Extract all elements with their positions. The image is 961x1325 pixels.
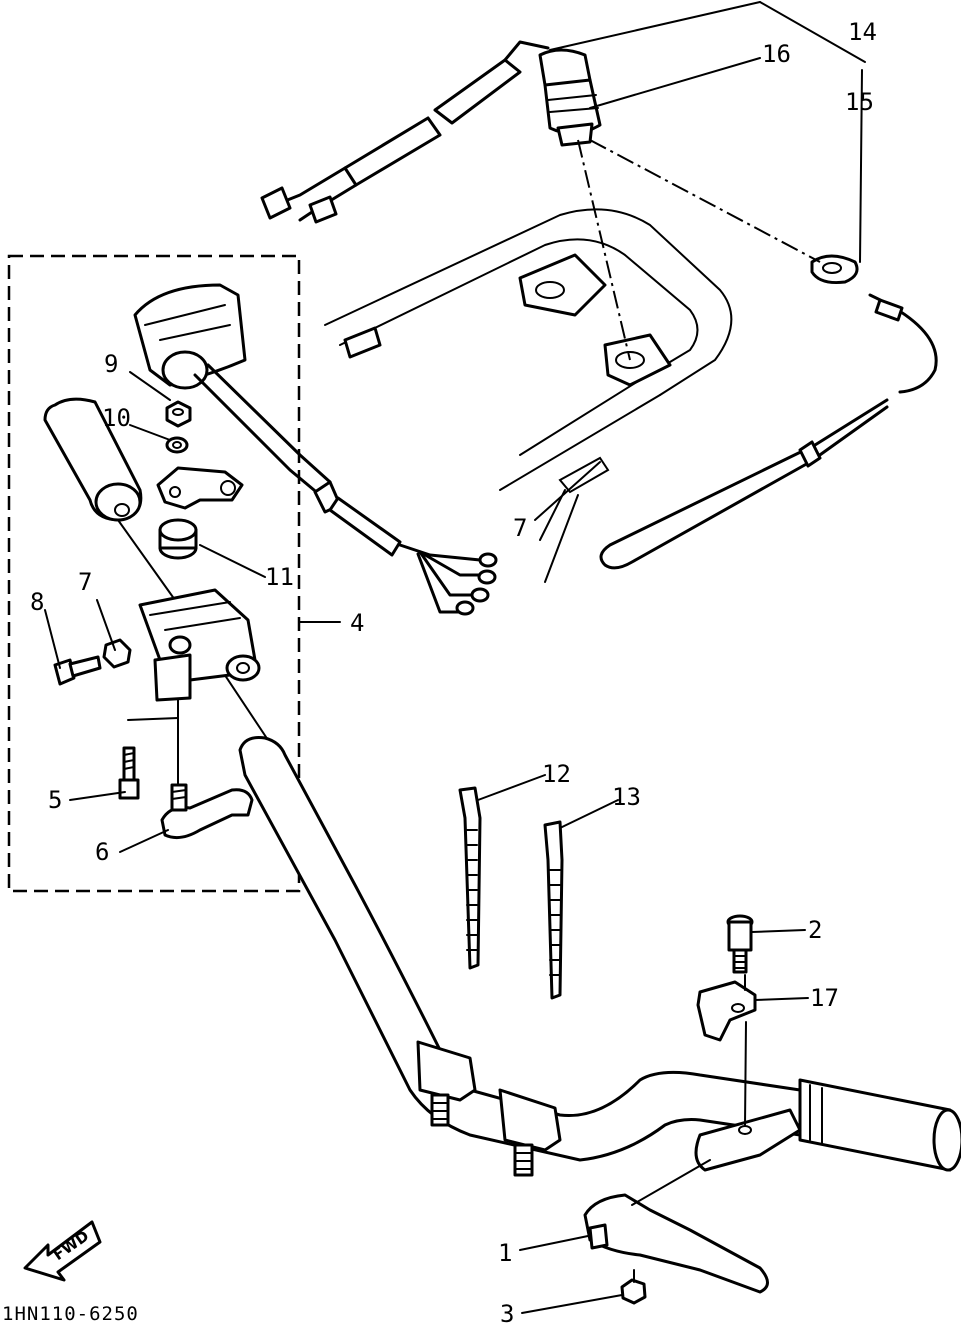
switch-bracket [156,466,244,510]
callout-13: 13 [612,783,641,811]
fwd-arrow-badge: FWD [23,1220,102,1282]
clamp-17 [696,974,757,1126]
callout-14: 14 [848,18,877,46]
callout-4: 4 [350,609,364,637]
throttle-cable [599,254,938,570]
callout-15: 15 [845,88,874,116]
cable-band-13 [543,820,564,1000]
bolt-2 [726,914,754,974]
nut-7 [102,638,132,669]
callout-1: 1 [498,1239,512,1267]
callout-7b: 7 [513,514,527,542]
callout-2: 2 [808,916,822,944]
callout-3: 3 [500,1300,514,1325]
callout-5: 5 [48,786,62,814]
callout-9: 9 [104,350,118,378]
callout-labels: 1 2 3 4 5 6 7 7 8 9 10 11 12 13 14 15 16… [30,18,877,1325]
callout-10: 10 [102,404,131,432]
bolt-8 [53,655,102,686]
handlebar [238,736,961,1177]
throttle-switch-housing [133,283,498,616]
main-switch-assembly [260,40,821,361]
callout-8: 8 [30,588,44,616]
throttle-lever-6 [160,783,254,840]
collar-11 [158,518,198,560]
cable-band-12 [458,786,482,970]
handlebar-frame [324,208,733,583]
callout-7: 7 [78,568,92,596]
callout-16: 16 [762,40,791,68]
nut-9 [165,400,192,428]
callout-17: 17 [810,984,839,1012]
drawing-code: 1HN110-6250 [2,1303,139,1325]
screw-5 [118,717,179,800]
callout-11: 11 [265,563,294,591]
washer-10 [165,436,189,454]
leader-lines [44,1,866,1314]
throttle-housing [138,588,261,791]
nut-3 [620,1278,647,1305]
brake-lever-1 [583,1193,769,1294]
callout-6: 6 [95,838,109,866]
callout-12: 12 [542,760,571,788]
